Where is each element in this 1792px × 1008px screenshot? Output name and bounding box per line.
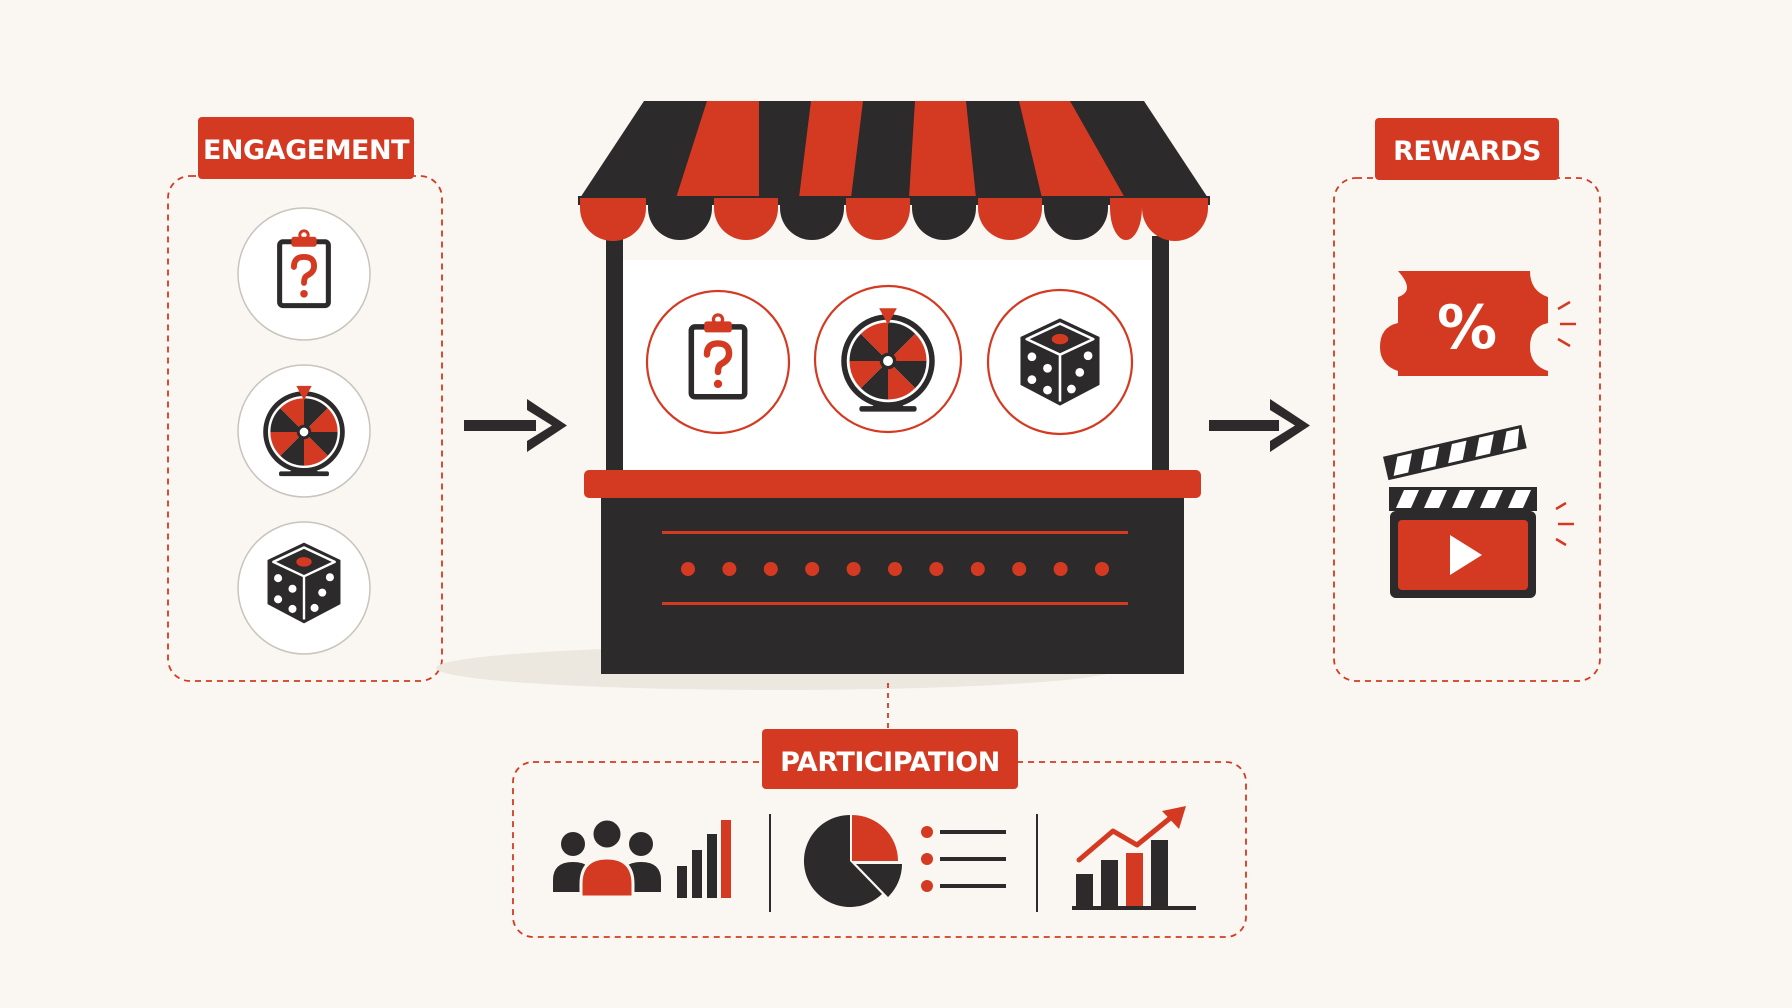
rewards-panel: REWARDS % bbox=[1333, 118, 1601, 682]
awning-scallop-4 bbox=[780, 198, 844, 240]
arrow-head-icon bbox=[527, 399, 567, 452]
audience-bar-chart-icon bbox=[553, 817, 731, 899]
awning-scallop-9 bbox=[1110, 198, 1142, 240]
coupon-shape bbox=[1380, 271, 1548, 376]
pie-chart-list-icon bbox=[803, 814, 1006, 907]
participation-label-badge bbox=[762, 729, 1018, 789]
arrow-shaft bbox=[464, 420, 536, 431]
awning-scallop-1 bbox=[580, 198, 646, 241]
awning-scallop-6 bbox=[912, 198, 976, 240]
awning-scallop-10 bbox=[1142, 198, 1208, 241]
clapper-spark-1 bbox=[1555, 501, 1567, 511]
engagement-title: ENGAGEMENT bbox=[203, 135, 410, 166]
clapper-spark-3 bbox=[1555, 537, 1567, 547]
coupon-spark-3 bbox=[1557, 337, 1571, 348]
coupon-spark-1 bbox=[1557, 300, 1571, 311]
rewards-label-badge bbox=[1375, 118, 1559, 180]
awning-stripe-4 bbox=[1019, 101, 1125, 198]
counter-dot bbox=[1095, 562, 1109, 576]
arrow-booth-to-rewards bbox=[1209, 399, 1310, 452]
discount-coupon-icon: % bbox=[1380, 271, 1576, 376]
booth-quiz-item bbox=[645, 289, 791, 435]
counter-dot bbox=[846, 562, 861, 576]
arrow-engagement-to-booth bbox=[464, 399, 567, 452]
growth-chart-icon bbox=[1072, 806, 1196, 910]
engagement-panel: ENGAGEMENT bbox=[167, 117, 443, 682]
game-booth bbox=[436, 101, 1210, 690]
counter-dot bbox=[681, 562, 695, 576]
booth-wheel-item bbox=[813, 284, 963, 434]
rewards-dashed-frame bbox=[1333, 177, 1601, 682]
video-clapperboard-icon bbox=[1383, 424, 1574, 598]
coupon-percent-glyph: % bbox=[1437, 293, 1497, 363]
engagement-quiz-item bbox=[237, 207, 371, 341]
counter-dot bbox=[1012, 562, 1027, 576]
counter-line-top bbox=[662, 531, 1128, 534]
participation-panel: PARTICIPATION bbox=[512, 729, 1247, 938]
counter-dot bbox=[763, 562, 778, 576]
play-triangle-icon bbox=[1450, 535, 1482, 575]
counter-line-bottom bbox=[662, 602, 1128, 605]
booth-counter-top bbox=[584, 470, 1201, 498]
participation-title: PARTICIPATION bbox=[780, 747, 1000, 778]
rewards-title: REWARDS bbox=[1393, 136, 1541, 167]
engagement-dice-item bbox=[237, 521, 371, 655]
booth-dice-item bbox=[986, 288, 1134, 436]
quiz-clipboard-icon bbox=[691, 315, 744, 397]
engagement-wheel-item bbox=[237, 364, 371, 498]
counter-dot bbox=[1053, 562, 1068, 576]
counter-dot bbox=[805, 562, 820, 576]
booth-counter-body bbox=[601, 498, 1184, 674]
quiz-clipboard-icon bbox=[280, 231, 329, 306]
clapper-top bbox=[1383, 424, 1527, 481]
engagement-label-badge bbox=[198, 117, 414, 179]
awning-scallop-7 bbox=[978, 198, 1042, 240]
counter-dot bbox=[888, 562, 902, 576]
awning-stripe-1 bbox=[676, 101, 759, 198]
awning-scallop-3 bbox=[714, 198, 778, 240]
awning-stripe-3 bbox=[909, 101, 976, 198]
counter-dots bbox=[681, 562, 1109, 576]
awning-scallop-8 bbox=[1044, 198, 1108, 240]
counter-dot bbox=[970, 562, 985, 576]
booth-awning bbox=[578, 101, 1210, 241]
counter-dot bbox=[722, 562, 737, 576]
arrow-shaft bbox=[1209, 420, 1279, 431]
booth-right-pole bbox=[1152, 236, 1169, 480]
awning-scallop-2 bbox=[648, 198, 712, 240]
counter-dot bbox=[929, 562, 944, 576]
awning-stripe-2 bbox=[799, 101, 863, 198]
booth-left-pole bbox=[606, 236, 623, 480]
arrow-head-icon bbox=[1270, 399, 1310, 452]
awning-scallop-5 bbox=[846, 198, 910, 240]
